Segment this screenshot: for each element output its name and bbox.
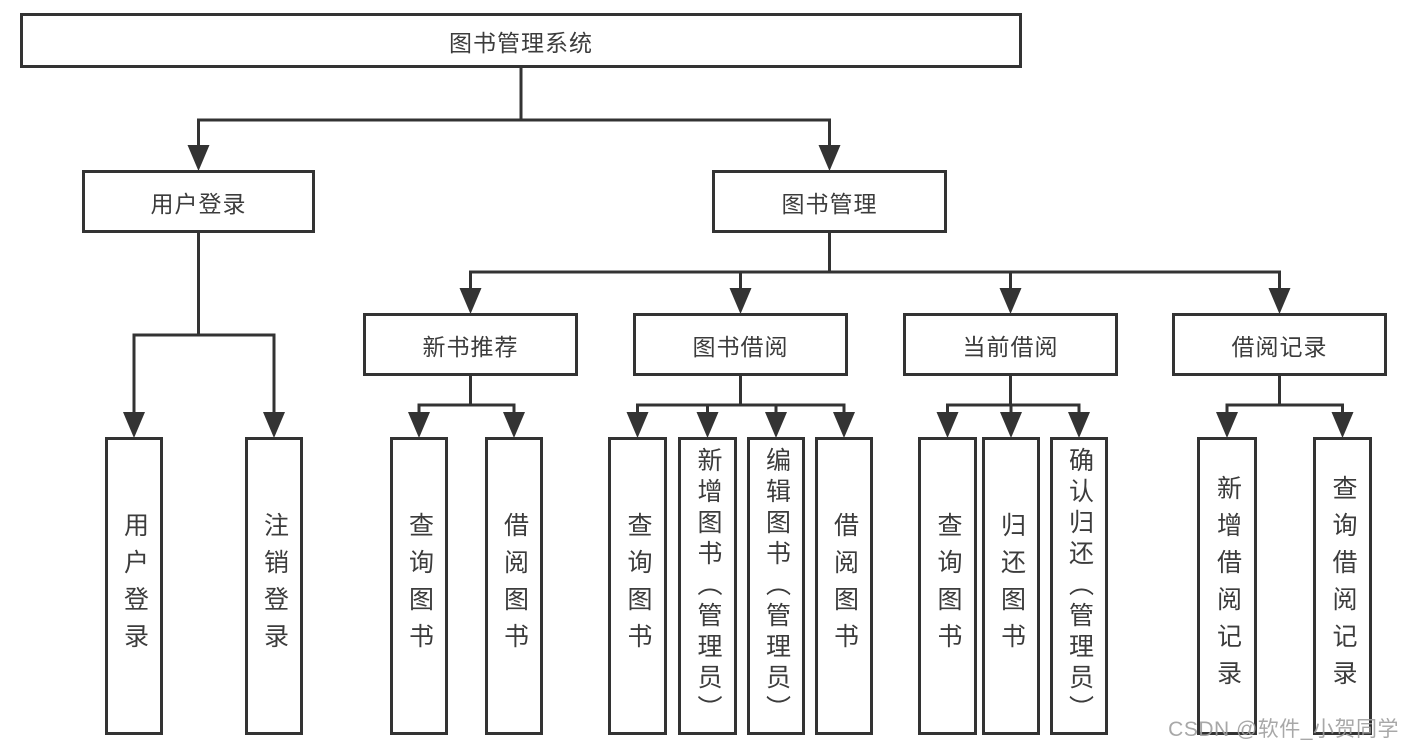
node-ul-logout: 注销登录 bbox=[245, 437, 303, 735]
node-cb-confirm: 确认归还（管理员） bbox=[1050, 437, 1108, 735]
node-ul-login: 用户登录 bbox=[105, 437, 163, 735]
node-br-add: 新增借阅记录 bbox=[1197, 437, 1257, 735]
node-label: 图书借阅 bbox=[692, 333, 789, 360]
node-label: 图书管理 bbox=[781, 190, 878, 217]
node-cb-return: 归还图书 bbox=[982, 437, 1040, 735]
node-label: 查询图书 bbox=[934, 512, 962, 660]
node-label: 查询图书 bbox=[624, 512, 652, 660]
node-label: 借阅图书 bbox=[830, 512, 859, 660]
node-book-mgmt: 图书管理 bbox=[712, 170, 947, 233]
node-bb-edit: 编辑图书（管理员） bbox=[747, 437, 805, 735]
node-label: 查询图书 bbox=[405, 512, 434, 660]
node-cb-query: 查询图书 bbox=[918, 437, 977, 735]
node-root: 图书管理系统 bbox=[20, 13, 1022, 68]
node-borrow-records: 借阅记录 bbox=[1172, 313, 1387, 376]
node-label: 用户登录 bbox=[150, 190, 247, 217]
node-br-query: 查询借阅记录 bbox=[1313, 437, 1372, 735]
node-label: 借阅图书 bbox=[500, 512, 529, 660]
node-bb-borrow: 借阅图书 bbox=[815, 437, 873, 735]
node-nb-query: 查询图书 bbox=[390, 437, 448, 735]
node-label: 编辑图书（管理员） bbox=[762, 446, 791, 726]
node-label: 确认归还（管理员） bbox=[1065, 446, 1094, 726]
node-book-borrow: 图书借阅 bbox=[633, 313, 848, 376]
node-new-book-rec: 新书推荐 bbox=[363, 313, 578, 376]
node-user-login: 用户登录 bbox=[82, 170, 315, 233]
node-label: 查询借阅记录 bbox=[1329, 475, 1357, 697]
node-label: 图书管理系统 bbox=[449, 29, 593, 56]
node-label: 归还图书 bbox=[997, 512, 1026, 660]
node-label: 注销登录 bbox=[260, 512, 289, 660]
node-label: 新增借阅记录 bbox=[1213, 475, 1242, 697]
node-label: 用户登录 bbox=[120, 512, 149, 660]
node-nb-borrow: 借阅图书 bbox=[485, 437, 543, 735]
node-label: 新书推荐 bbox=[422, 333, 519, 360]
node-label: 新增图书（管理员） bbox=[694, 446, 722, 726]
watermark: CSDN @软件_小贺同学 bbox=[1168, 718, 1399, 741]
node-bb-add: 新增图书（管理员） bbox=[678, 437, 737, 735]
node-bb-query: 查询图书 bbox=[608, 437, 667, 735]
node-label: 借阅记录 bbox=[1231, 333, 1328, 360]
node-current-borrow: 当前借阅 bbox=[903, 313, 1118, 376]
node-label: 当前借阅 bbox=[962, 333, 1059, 360]
